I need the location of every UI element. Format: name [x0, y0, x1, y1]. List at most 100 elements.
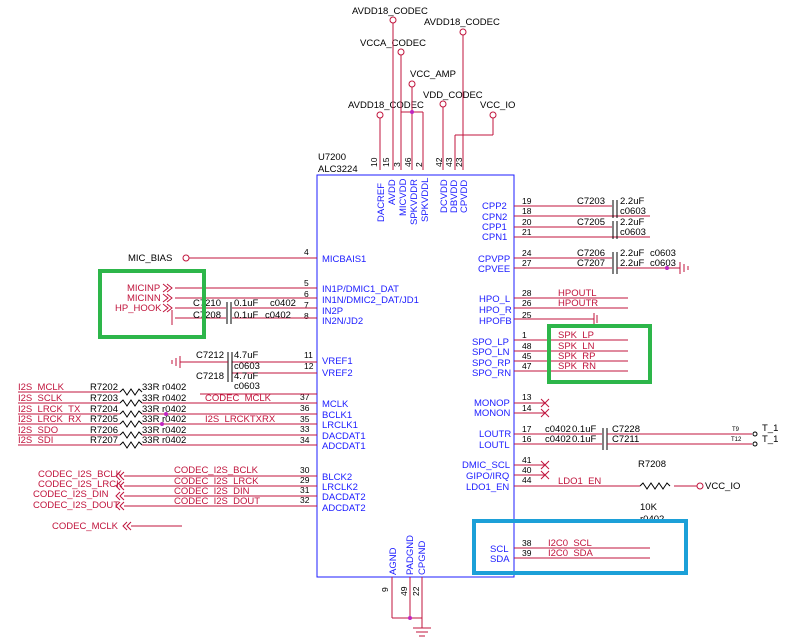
left-pin-name: MCLK: [322, 399, 349, 410]
left-pin-num: 7: [304, 300, 309, 310]
net-micinn: MICINN: [127, 293, 161, 304]
left-pin-num: 31: [300, 485, 310, 495]
left-pin-name: ADCDAT1: [322, 441, 366, 452]
right-pin-name: DMIC_SCL: [462, 460, 510, 471]
right-pin-name: SPO_RN: [472, 368, 511, 379]
left-pin-num: 29: [300, 475, 310, 485]
cap-c7210-pkg: c0402: [270, 298, 296, 309]
supply-vcc-io-top: VCC_IO: [480, 100, 515, 111]
cap-c7207-ref: C7207: [577, 258, 605, 269]
top-pin-num: 10: [369, 157, 379, 167]
top-pin-num: 23: [454, 157, 464, 167]
right-pin-name: SDA: [490, 554, 510, 565]
cap-c7228-val: 0.1uF: [572, 424, 596, 435]
supply-avdd18-codec-low: AVDD18_CODEC: [348, 100, 424, 111]
left-pin-num: 5: [304, 278, 309, 288]
charge-pump-caps: C7203 2.2uF c0603 C7205 2.2uF c0603 C720…: [514, 196, 689, 274]
net-i2s-lrcktxrx: I2S_LRCKTXRX: [205, 414, 276, 425]
left-pin-num: 36: [300, 403, 310, 413]
res-ref: R7203: [90, 393, 118, 404]
right-pin-num: 27: [522, 258, 532, 268]
left-pin-name: VREF1: [322, 356, 353, 367]
left-pin-num: 12: [304, 361, 314, 371]
right-pin-num: 38: [522, 538, 532, 548]
net-hpoutl: HPOUTL: [558, 288, 597, 299]
left-pin-name: BLCK2: [322, 472, 352, 483]
chip-part: ALC3224: [318, 164, 358, 175]
net-i2c0-scl: I2C0_SCL: [548, 538, 592, 549]
left-pin-name: DACDAT2: [322, 492, 366, 503]
right-pin-name: HPO_L: [479, 294, 510, 305]
net-i2s-sdi: I2S_SDI: [18, 435, 53, 446]
i2s2-group: CODEC_I2S_BCLK CODEC_I2S_LRCK CODEC_I2S_…: [33, 465, 317, 532]
left-pin-name: LRCLK1: [322, 420, 358, 431]
net-codec-mclk-left: CODEC_MCLK: [52, 521, 119, 532]
net-i2s-lrck-rx: I2S_LRCK_RX: [18, 414, 82, 425]
right-pin-num: 41: [522, 455, 532, 465]
left-pin-num: 34: [300, 435, 310, 445]
right-pin-name: MONON: [474, 408, 511, 419]
right-pin-num: 18: [522, 206, 532, 216]
right-pin-name: CPN2: [482, 212, 507, 223]
right-pin-name: CPVEE: [478, 264, 510, 275]
cap-c7208-pkg: c0402: [265, 310, 291, 321]
highlight-mic-inputs: [98, 269, 206, 339]
mic-inputs: MICINP MICINN HP_HOOK: [115, 283, 173, 325]
left-pin-num: 6: [304, 289, 309, 299]
speaker-outputs: SPK_LP SPK_LN SPK_RP SPK_RN: [514, 330, 628, 372]
left-pin-num: 11: [304, 350, 313, 360]
top-pin-name: CPVDD: [459, 180, 470, 213]
right-pin-name: LOUTR: [479, 429, 511, 440]
cap-c7228-pkg: c0402: [545, 424, 571, 435]
res-ref: R7207: [90, 435, 118, 446]
left-pin-name: DACDAT1: [322, 431, 366, 442]
left-pin-num: 30: [300, 465, 310, 475]
top-pins: 10 15 3 46 2 42 43 23 DACREF AVDD MICVDD…: [369, 157, 470, 225]
bottom-pins: AGND PADGND CPGND 9 49 22: [380, 535, 431, 637]
res-val: 33R: [142, 382, 160, 393]
res-pkg: r0402: [162, 393, 186, 404]
right-pin-name: SPO_LP: [472, 337, 509, 348]
supply-wires: [376, 16, 497, 170]
supply-avdd18-codec-right: AVDD18_CODEC: [424, 17, 500, 28]
top-pin-num: 2: [414, 162, 424, 167]
res-val: 33R: [142, 435, 160, 446]
left-pin-name: ADCDAT2: [322, 503, 366, 514]
right-pin-name: CPVPP: [478, 254, 510, 265]
right-pin-name: HPOFB: [479, 316, 512, 327]
right-pin-num: 25: [522, 310, 532, 320]
left-pin-num: 35: [300, 414, 310, 424]
net-i2s-lrck-tx: I2S_LRCK_TX: [18, 404, 81, 415]
cap-c7206-ref: C7206: [577, 248, 605, 259]
net-spk-lp: SPK_LP: [558, 330, 594, 341]
right-pin-name: SCL: [490, 544, 508, 555]
cap-c7206-val: 2.2uF: [620, 248, 644, 259]
net-micinp: MICINP: [127, 283, 160, 294]
res-ref: R7206: [90, 425, 118, 436]
right-pin-num: 14: [522, 403, 532, 413]
bottom-pin-name: PADGND: [405, 535, 416, 575]
right-pin-num: 44: [522, 475, 532, 485]
right-pin-name: CPN1: [482, 232, 507, 243]
right-pin-num: 19: [522, 196, 532, 206]
cap-c7228-ref: C7228: [612, 424, 640, 435]
right-pin-name: SPO_RP: [472, 358, 511, 369]
right-pin-num: 21: [522, 227, 532, 237]
cap-c7208-val: 0.1uF: [234, 310, 258, 321]
net-mic-bias: MIC_BIAS: [128, 253, 172, 264]
cap-c7218-ref: C7218: [196, 371, 224, 382]
cap-c7205-ref: C7205: [577, 217, 605, 228]
cap-c7203-ref: C7203: [577, 196, 605, 207]
res-val: 33R: [142, 404, 160, 415]
right-pin-num: 16: [522, 434, 532, 444]
res-val: 33R: [142, 425, 160, 436]
top-pin-name: SPKVDDL: [420, 178, 431, 222]
right-pin-num: 17: [522, 424, 532, 434]
supply-avdd18-codec-top: AVDD18_CODEC: [352, 6, 428, 17]
chip-ref: U7200: [318, 152, 346, 163]
cap-c7212-ref: C7212: [196, 350, 224, 361]
bottom-pin-num: 49: [399, 586, 409, 596]
top-pin-name: DBVDD: [449, 180, 460, 213]
net-i2s-sdo: I2S_SDO: [18, 425, 58, 436]
